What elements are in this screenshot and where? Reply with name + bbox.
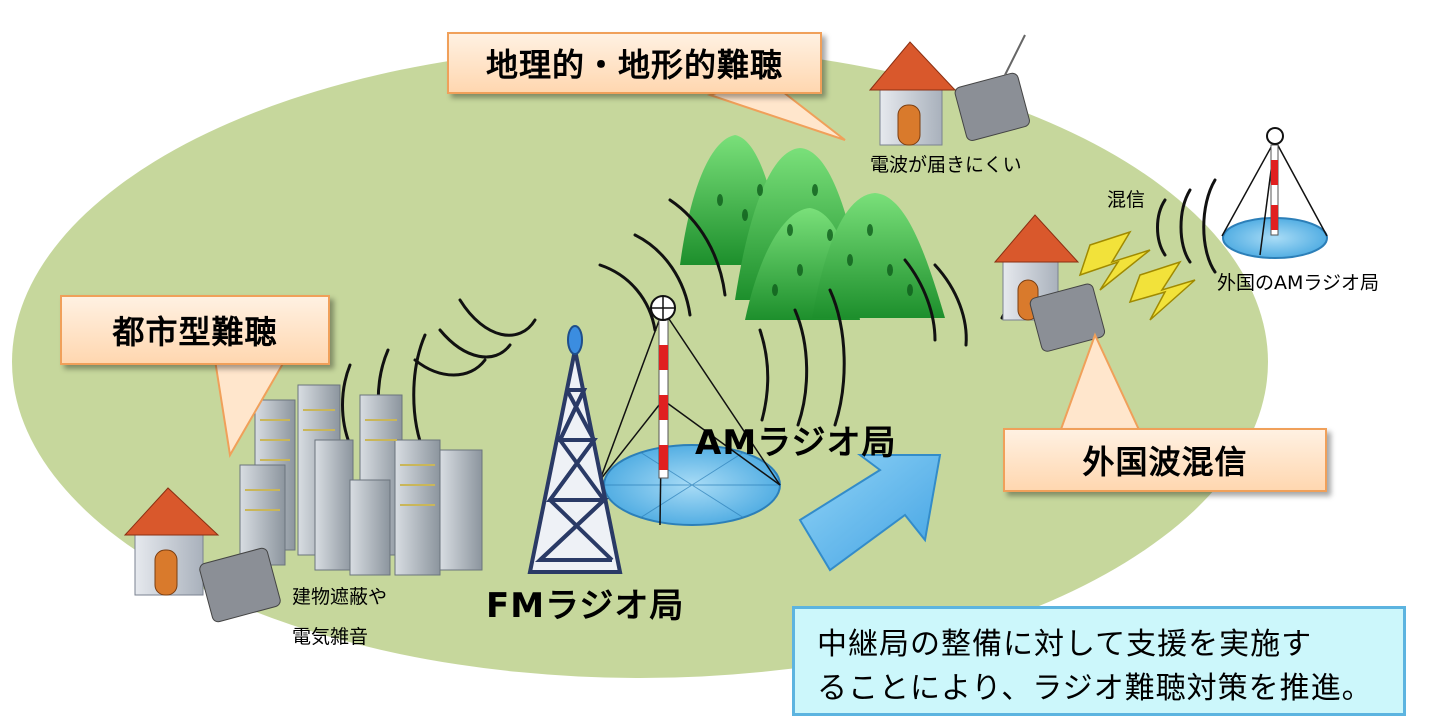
policy-note-box: 中継局の整備に対して支援を実施す ることにより、ラジオ難聴対策を推進。 bbox=[792, 606, 1406, 716]
callout-foreign: 外国波混信 bbox=[1003, 428, 1327, 492]
callout-geographic-text: 地理的・地形的難聴 bbox=[485, 46, 783, 84]
action-arrow bbox=[798, 454, 942, 572]
house-left bbox=[123, 487, 281, 623]
callout-foreign-text: 外国波混信 bbox=[1082, 443, 1248, 481]
callout-geographic: 地理的・地形的難聴 bbox=[447, 32, 822, 94]
callout-urban-text: 都市型難聴 bbox=[112, 313, 278, 351]
interference-bolts bbox=[1078, 230, 1196, 321]
callout-urban: 都市型難聴 bbox=[60, 295, 330, 365]
label-building-line1: 建物遮蔽や bbox=[292, 586, 388, 608]
policy-note-line1: 中継局の整備に対して支援を実施す bbox=[817, 627, 1313, 662]
foreign-am-antenna bbox=[1221, 127, 1328, 259]
house-top bbox=[868, 34, 1030, 146]
label-building-line2: 電気雑音 bbox=[292, 626, 369, 648]
label-am-station: AMラジオ局 bbox=[695, 423, 897, 463]
fm-tower bbox=[527, 325, 623, 574]
policy-note-line2: ることにより、ラジオ難聴対策を推進。 bbox=[817, 671, 1373, 706]
label-weak-signal: 電波が届きにくい bbox=[870, 154, 1022, 176]
house-right bbox=[993, 214, 1106, 352]
label-fm-station: FMラジオ局 bbox=[486, 586, 685, 626]
am-station-antenna bbox=[599, 295, 781, 526]
city-buildings bbox=[239, 384, 483, 576]
label-interference: 混信 bbox=[1107, 189, 1146, 211]
label-foreign-am-station: 外国のAMラジオ局 bbox=[1217, 272, 1380, 294]
